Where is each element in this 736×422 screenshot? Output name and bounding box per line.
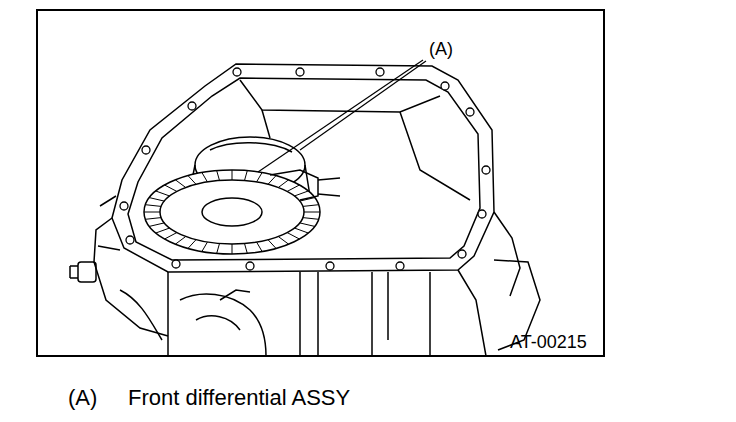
gear-tooth	[145, 218, 161, 220]
gear-tooth	[188, 176, 196, 185]
gear-tooth	[245, 244, 248, 254]
gear-tooth	[257, 173, 263, 182]
gear-tooth	[300, 198, 315, 202]
gear-tooth	[294, 228, 308, 233]
gear-tooth	[304, 212, 320, 213]
gear-tooth	[232, 244, 233, 254]
front-differential	[144, 137, 340, 254]
gear-tooth	[257, 242, 263, 251]
gear-tooth	[268, 176, 276, 185]
gear-tooth	[188, 240, 196, 249]
gear-tooth	[303, 218, 319, 220]
gear-tooth	[217, 171, 220, 181]
gear-tooth	[156, 191, 170, 196]
gear-tooth	[144, 212, 160, 213]
gear-tooth	[303, 205, 319, 207]
gear-tooth	[145, 205, 161, 207]
gear-tooth	[294, 191, 308, 196]
gear-tooth	[202, 173, 208, 182]
gear-tooth	[287, 233, 299, 239]
gear-tooth	[175, 237, 185, 245]
gear-tooth	[287, 185, 299, 191]
gear-tooth	[232, 170, 233, 180]
callout-letter: (A)	[429, 40, 453, 58]
leader-line	[258, 60, 426, 172]
figure-id: AT-00215	[510, 333, 587, 351]
gear-tooth	[149, 223, 164, 227]
gear-tooth	[268, 240, 276, 249]
gear-tooth	[149, 198, 164, 202]
gear-tooth	[278, 180, 288, 188]
gear-tooth	[278, 237, 288, 245]
gear-tooth	[156, 228, 170, 233]
gear-tooth	[175, 180, 185, 188]
gear-tooth	[300, 223, 315, 227]
transmission-case	[70, 64, 540, 356]
legend-letter: (A)	[68, 387, 97, 409]
gear-tooth	[217, 244, 220, 254]
figure-frame	[37, 10, 604, 356]
gear-tooth	[202, 242, 208, 251]
ring-gear-teeth	[144, 170, 320, 254]
gear-tooth	[245, 171, 248, 181]
bolt-holes	[120, 68, 490, 270]
part-name: Front differential ASSY	[128, 387, 350, 409]
gear-tooth	[165, 233, 177, 239]
gear-tooth	[165, 185, 177, 191]
